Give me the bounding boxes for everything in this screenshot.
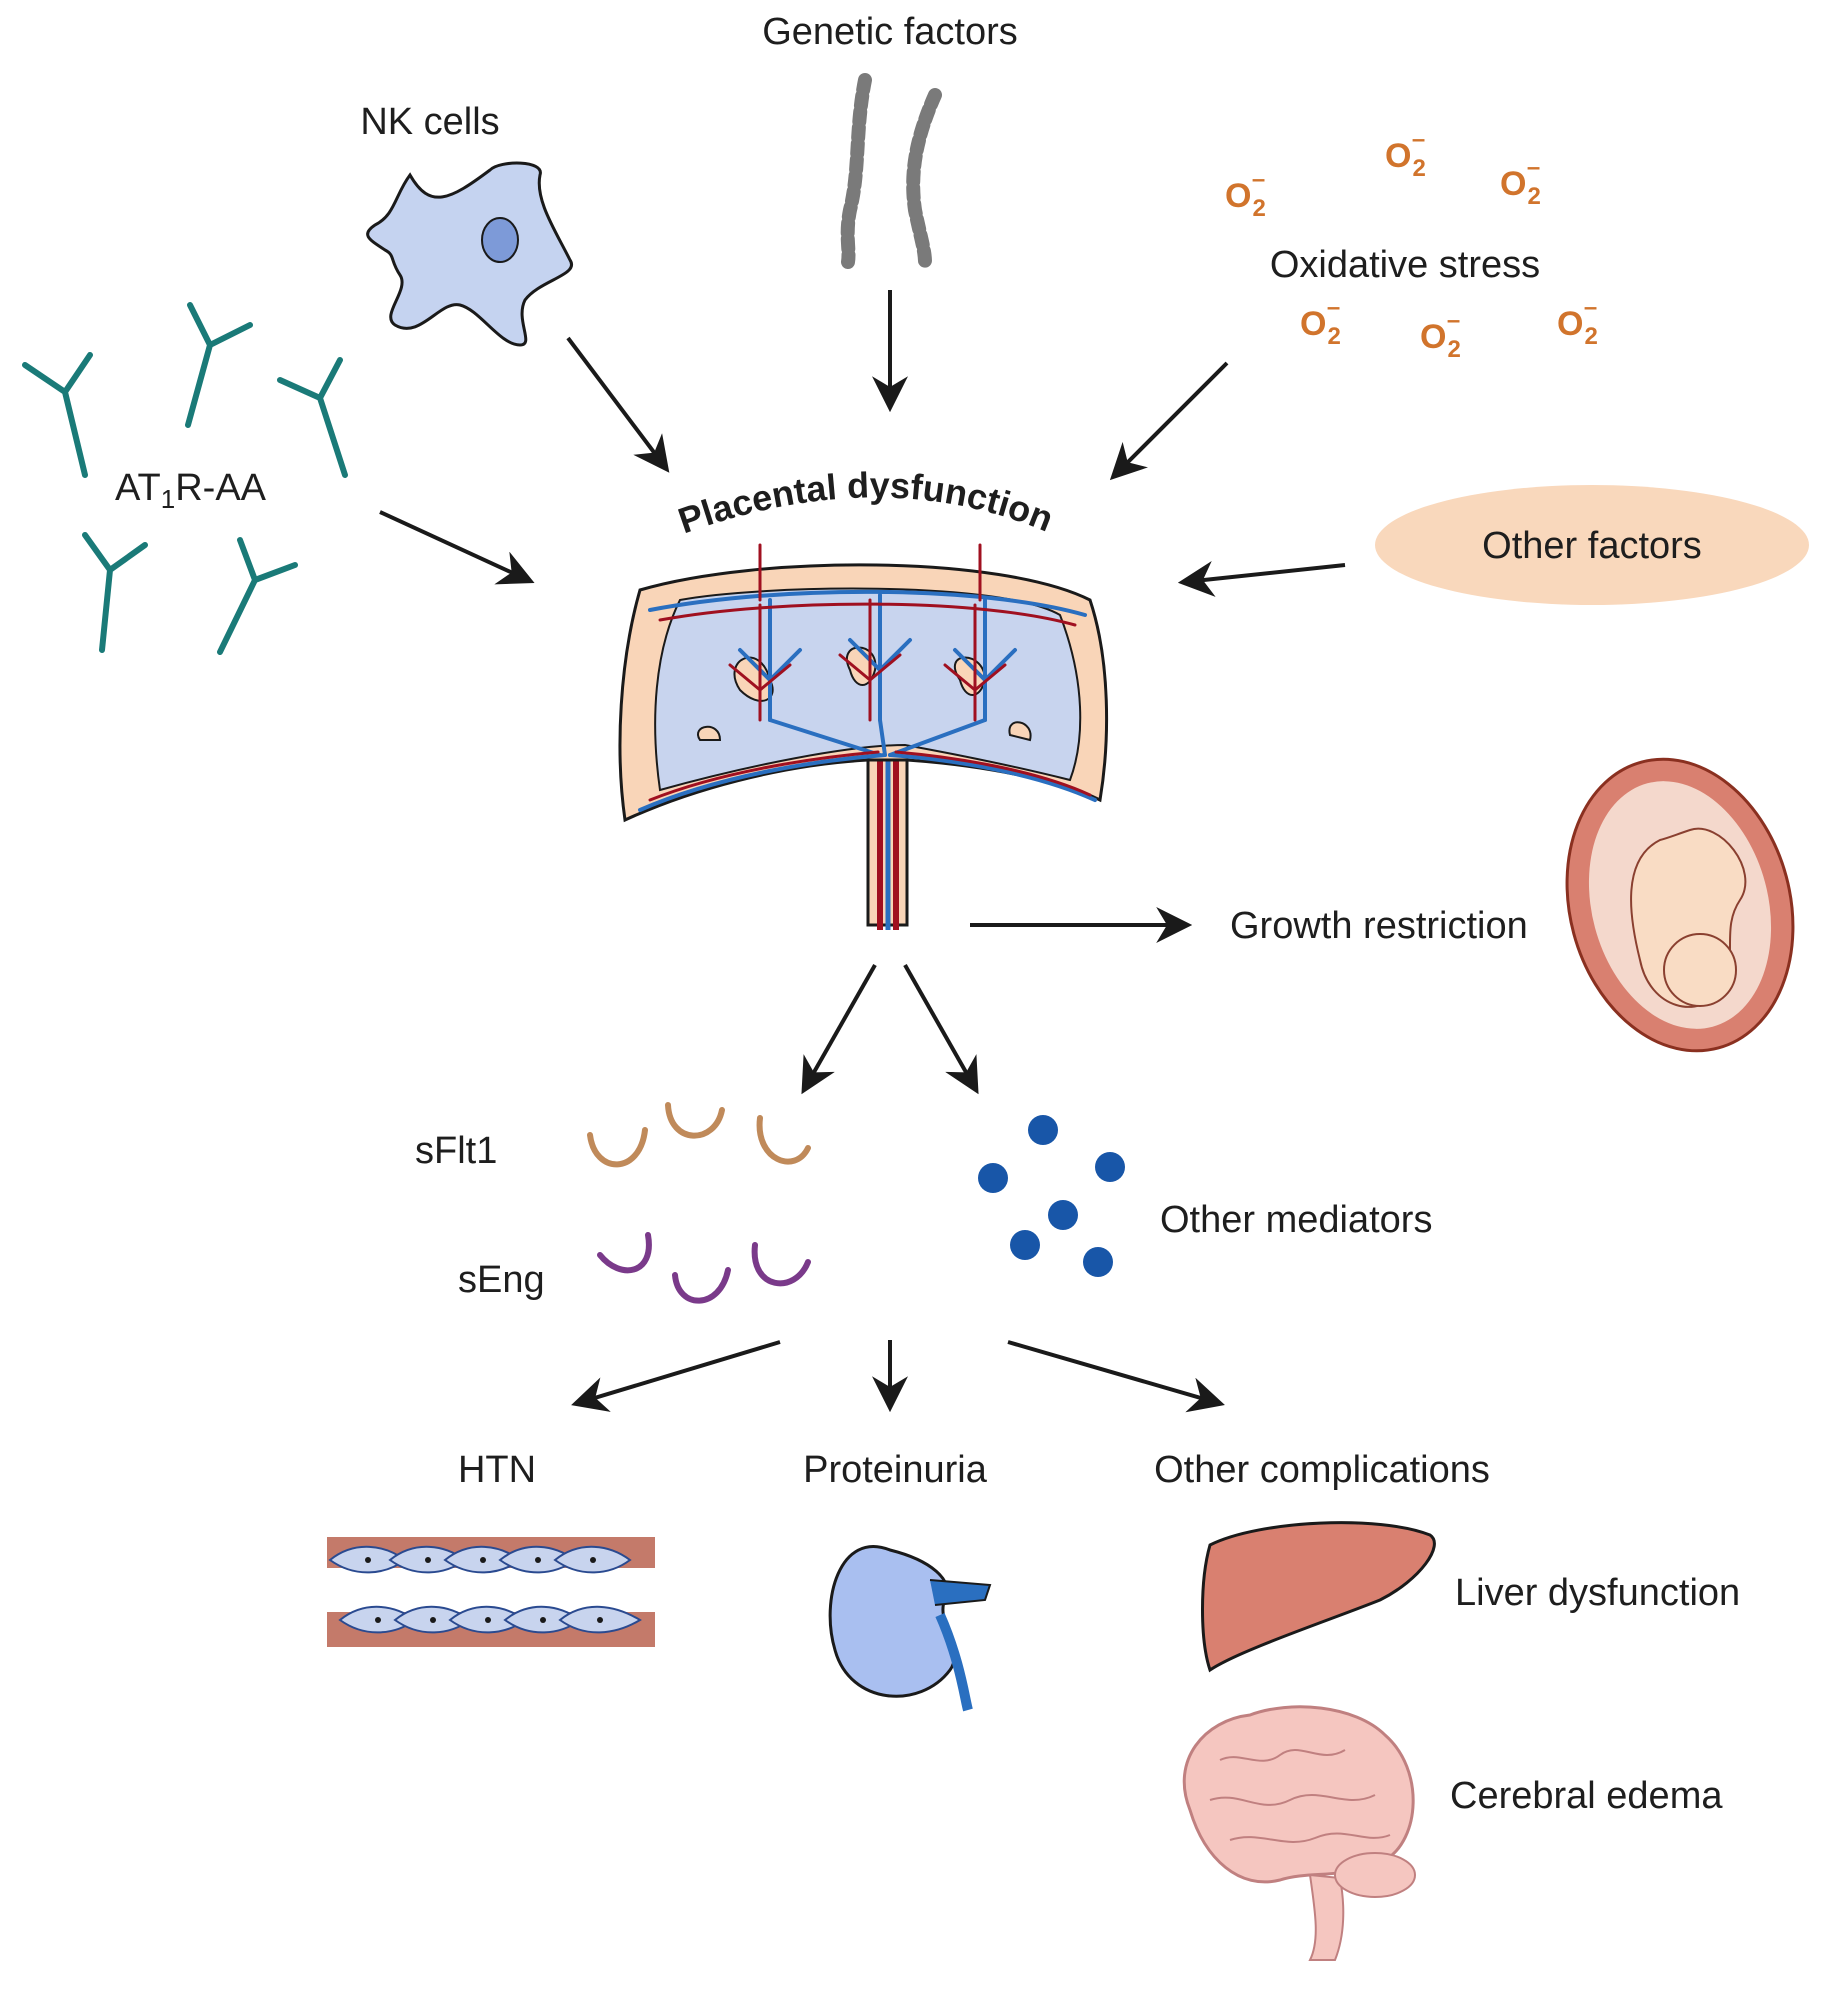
blood-vessel-icon [327, 1537, 655, 1647]
at1r-aa-label: AT1R-AA [115, 467, 267, 514]
placental-dysfunction-title: Placental dysfunction [673, 464, 1059, 541]
other-factors-label: Other factors [1482, 525, 1702, 567]
arrow-placenta-to-other-mediators [903, 964, 979, 1095]
superoxide-2: O2– [1385, 126, 1426, 182]
other-factors-node: Other factors [1375, 485, 1809, 605]
sflt1-molecules [587, 1102, 811, 1168]
placenta-illustration [618, 543, 1109, 930]
superoxide-3: O2– [1500, 154, 1541, 210]
growth-restriction-label: Growth restriction [1230, 905, 1528, 947]
genetic-factors-label: Genetic factors [762, 11, 1018, 53]
arrow-nk-to-placenta [566, 336, 670, 473]
oxidative-stress-label: Oxidative stress [1270, 244, 1540, 286]
arrow-placenta-to-sflt1 [801, 964, 877, 1095]
svg-text:O2–: O2– [1500, 154, 1541, 210]
liver-dysfunction-label: Liver dysfunction [1455, 1572, 1740, 1614]
arrow-other-factors-to-placenta [1177, 561, 1346, 597]
antibody-icons [22, 302, 348, 655]
svg-text:O2–: O2– [1557, 294, 1598, 350]
fetus-in-uterus-icon [1565, 757, 1795, 1053]
arrow-at1r-to-placenta [379, 510, 535, 585]
nk-cells-label: NK cells [360, 101, 499, 143]
superoxide-1: O2– [1225, 166, 1266, 222]
kidney-icon [828, 1545, 992, 1712]
superoxide-6: O2– [1557, 294, 1598, 350]
chromosome-icon [840, 73, 942, 269]
superoxide-4: O2– [1300, 294, 1341, 350]
svg-text:O2–: O2– [1385, 126, 1426, 182]
svg-text:O2–: O2– [1225, 166, 1266, 222]
seng-molecules [597, 1232, 811, 1304]
arrow-to-other-complications [1007, 1340, 1225, 1413]
other-mediators-dots [978, 1115, 1125, 1277]
other-mediators-label: Other mediators [1160, 1199, 1432, 1241]
svg-text:O2–: O2– [1420, 307, 1461, 363]
liver-icon [1201, 1521, 1436, 1673]
superoxide-5: O2– [1420, 307, 1461, 363]
proteinuria-label: Proteinuria [803, 1449, 988, 1491]
arrow-to-htn [571, 1340, 781, 1412]
svg-text:O2–: O2– [1300, 294, 1341, 350]
cerebral-edema-label: Cerebral edema [1450, 1775, 1723, 1817]
nk-cell-icon [366, 161, 574, 347]
seng-label: sEng [458, 1259, 545, 1301]
sflt1-label: sFlt1 [415, 1130, 497, 1172]
brain-icon [1182, 1705, 1416, 1961]
htn-label: HTN [458, 1449, 536, 1491]
arrow-oxidative-to-placenta [1109, 361, 1229, 481]
other-complications-label: Other complications [1154, 1449, 1490, 1491]
